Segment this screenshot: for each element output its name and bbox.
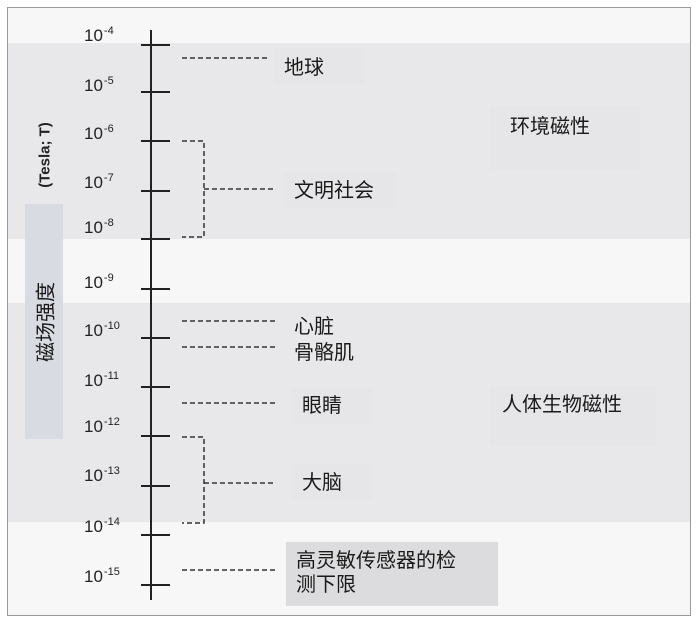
label-eye: 眼睛 xyxy=(292,387,372,423)
tick-label: 10-7 xyxy=(84,172,114,192)
tick-label: 10-5 xyxy=(84,75,114,95)
label-sensor-line2: 测下限 xyxy=(296,572,356,596)
tick-label: 10-15 xyxy=(84,566,120,586)
category-environment: 环境磁性 xyxy=(490,106,640,170)
leader-lines xyxy=(182,57,276,571)
label-sensor-limit: 高灵敏传感器的检 测下限 xyxy=(286,542,498,606)
tick-label: 10-9 xyxy=(84,272,114,292)
tick-label: 10-11 xyxy=(84,370,120,390)
tick-label: 10-6 xyxy=(84,123,114,143)
label-earth: 地球 xyxy=(274,49,364,85)
label-muscle: 骨骼肌 xyxy=(294,340,354,364)
tick-marks xyxy=(141,44,170,586)
scale-axis xyxy=(141,30,276,600)
tick-label: 10-13 xyxy=(84,465,120,485)
tick-label: 10-10 xyxy=(84,320,120,340)
category-biological: 人体生物磁性 xyxy=(490,386,656,446)
label-heart: 心脏 xyxy=(294,314,334,338)
label-civilization: 文明社会 xyxy=(284,172,396,208)
label-sensor-line1: 高灵敏传感器的检 xyxy=(296,548,456,572)
label-brain: 大脑 xyxy=(292,464,372,500)
axis-title-box: 磁场强度 xyxy=(25,204,63,439)
tick-label: 10-12 xyxy=(84,416,120,436)
tick-label: 10-8 xyxy=(84,217,114,237)
diagram-frame: 磁场强度 (Tesla; T) 10-4 10-5 10-6 10-7 10-8… xyxy=(7,7,691,616)
tick-label: 10-14 xyxy=(84,516,120,536)
tick-label: 10-4 xyxy=(84,25,114,45)
